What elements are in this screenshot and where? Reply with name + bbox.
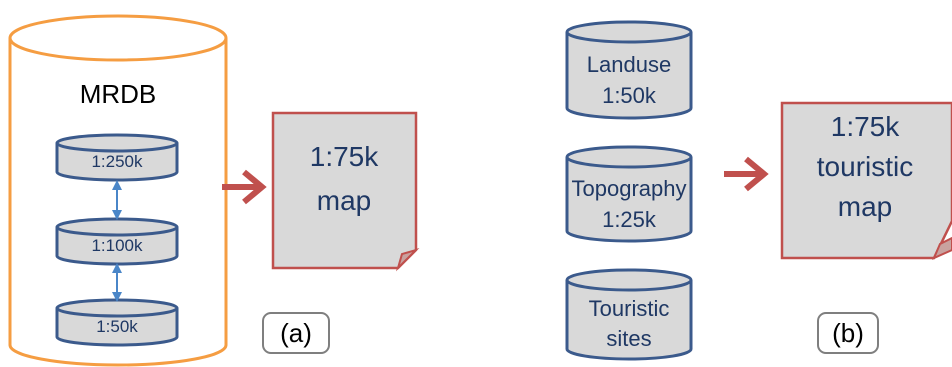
panel-label-a-box: [262, 312, 330, 354]
flow-arrow-a: [222, 169, 267, 205]
database-topography: Topography 1:25k: [565, 145, 693, 243]
panel-label-b: (b): [832, 318, 864, 348]
database-label-line1: Touristic: [589, 296, 670, 321]
output-map-document-a: [271, 111, 420, 272]
output-map-label-line3: map: [838, 191, 892, 222]
database-label-line2: sites: [606, 326, 651, 351]
panel-label-a: (a): [280, 318, 312, 348]
level-db-50k: 1:50k: [55, 298, 179, 347]
level-label: 1:50k: [96, 317, 138, 336]
level-db-250k: 1:250k: [55, 133, 179, 182]
database-label-line2: 1:50k: [602, 83, 657, 108]
level-label: 1:250k: [91, 152, 143, 171]
output-map-label-line2: touristic: [817, 151, 913, 182]
database-label-line1: Topography: [572, 176, 687, 201]
panel-label-b-box: [817, 312, 879, 354]
output-map-label-line1: 1:75k: [831, 111, 900, 142]
level-db-100k: 1:100k: [55, 217, 179, 266]
mrdb-title: MRDB: [80, 79, 157, 109]
database-label-line2: 1:25k: [602, 207, 657, 232]
database-touristic-sites: Touristic sites: [565, 268, 693, 361]
flow-arrow-b: [724, 156, 769, 192]
output-map-document-b: [780, 101, 952, 260]
output-map-label-line1: 1:75k: [310, 141, 379, 172]
output-map-label-line2: map: [317, 185, 371, 216]
level-label: 1:100k: [91, 236, 143, 255]
database-label-line1: Landuse: [587, 52, 671, 77]
database-landuse: Landuse 1:50k: [565, 20, 693, 120]
